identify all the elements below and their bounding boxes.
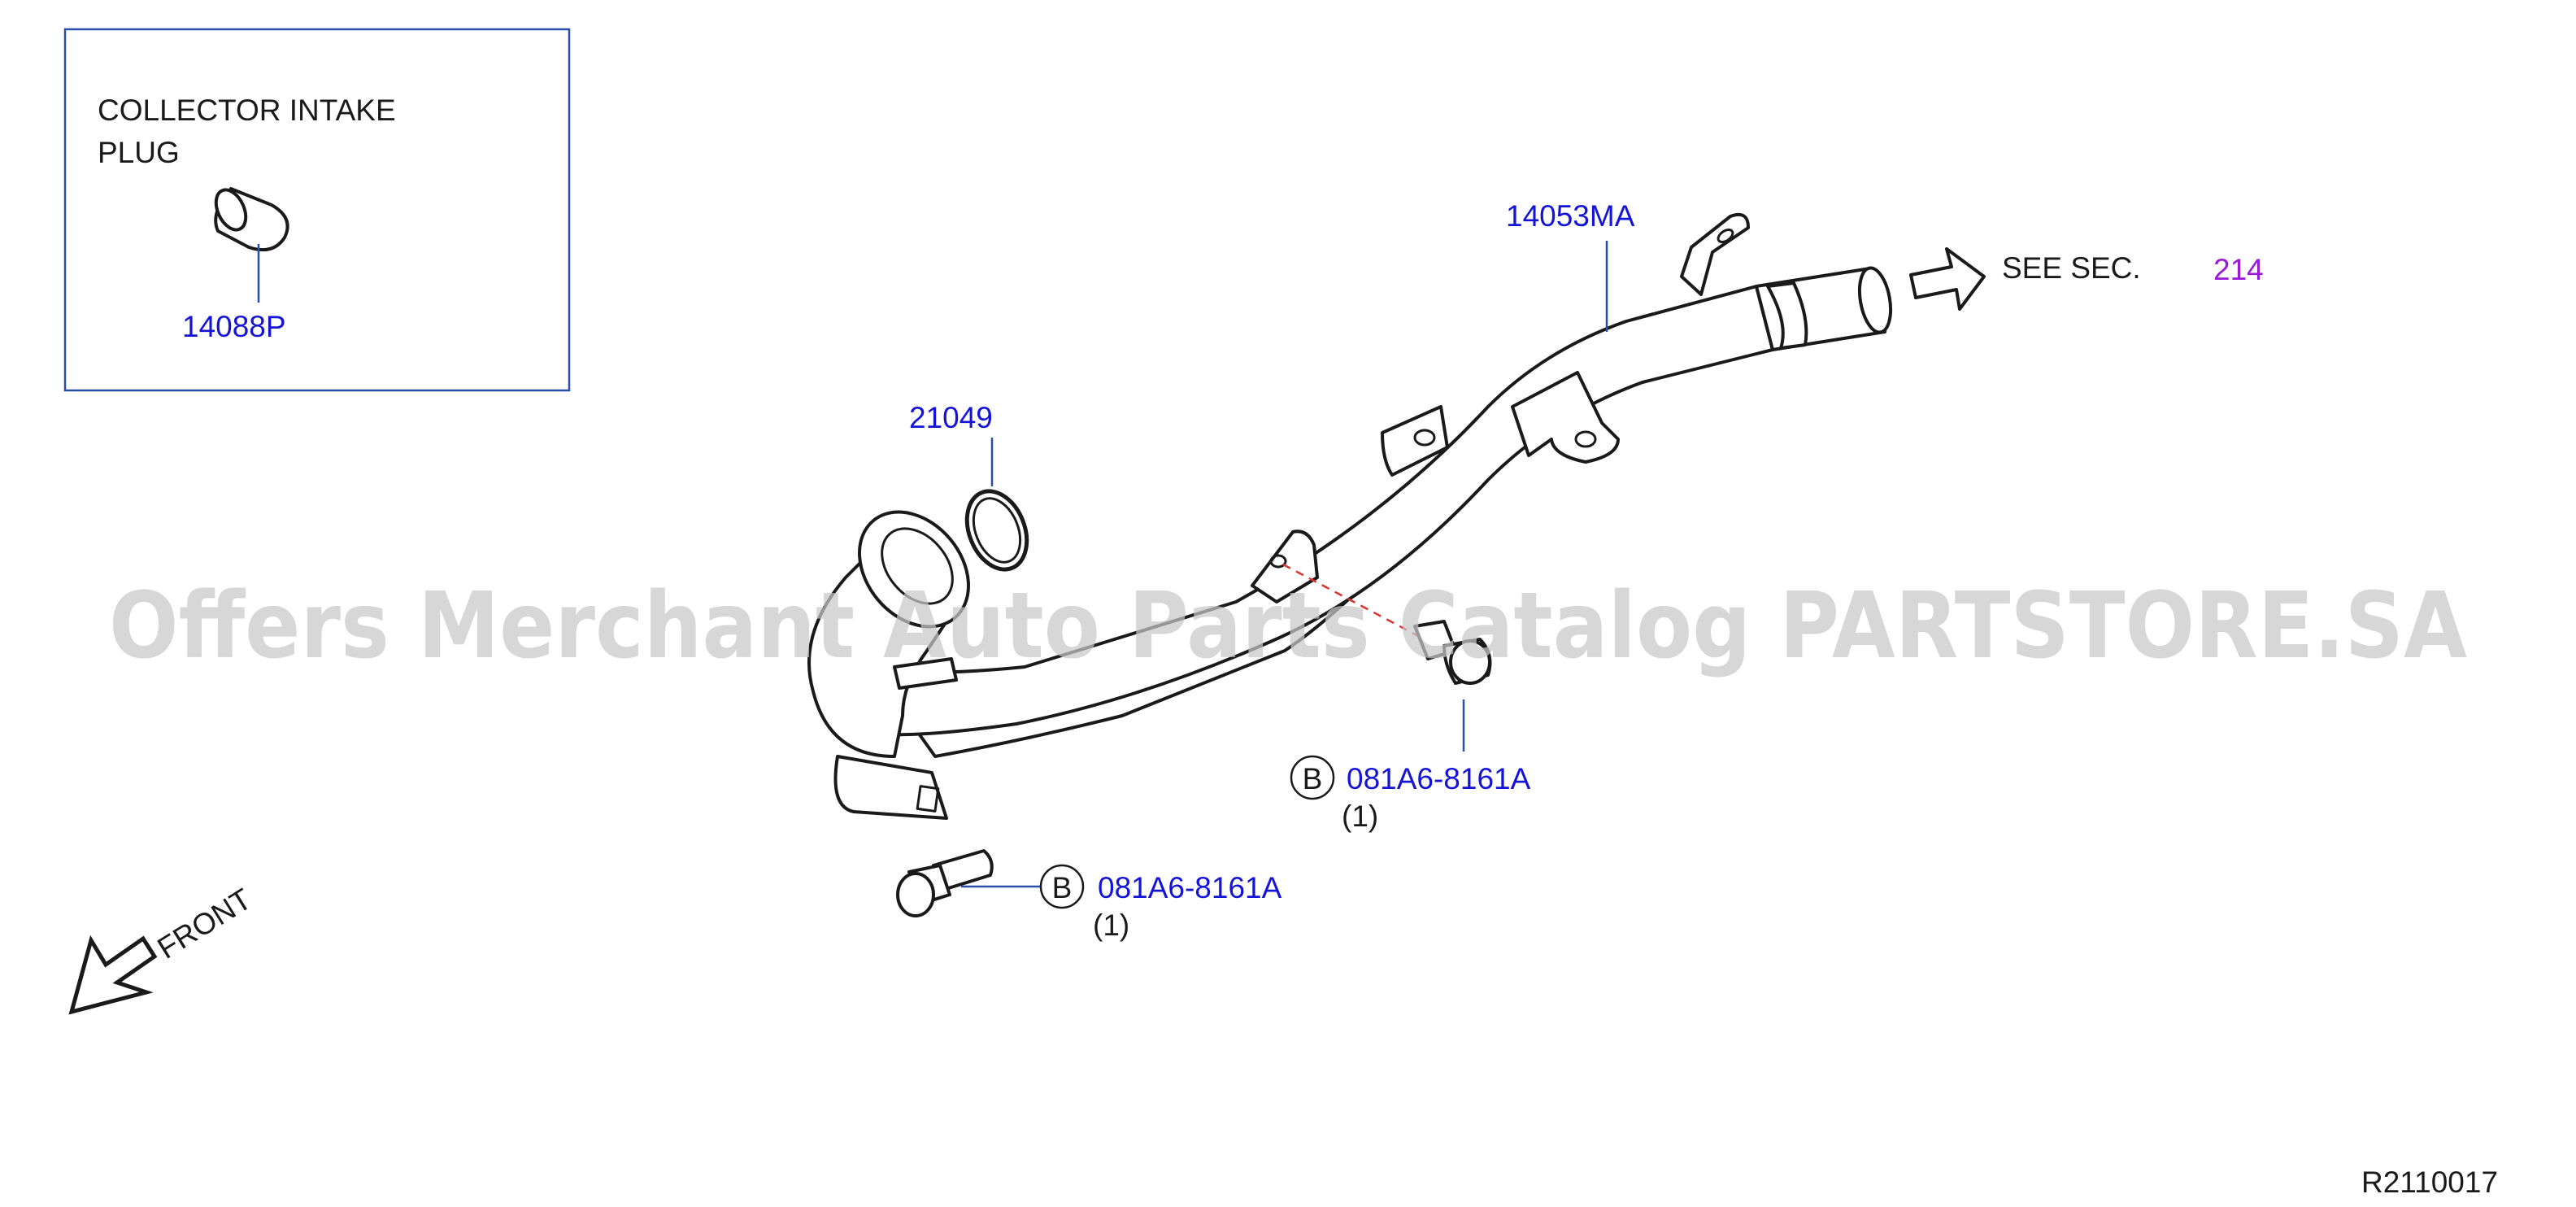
bolt-alignment-guide [1282, 563, 1422, 639]
see-section-text: SEE SEC. [2002, 251, 2141, 285]
bolt-lower-ref-circle [1039, 864, 1085, 909]
watermark-text: Offers Merchant Auto Parts Catalog PARTS… [109, 573, 2467, 679]
inset-title-line1: COLLECTOR INTAKE [98, 94, 396, 127]
inset-title-line2: PLUG [98, 136, 180, 169]
pipe-part-number[interactable]: 14053MA [1506, 199, 1635, 233]
gasket-icon [964, 489, 1029, 572]
bolt-icon [1413, 620, 1492, 685]
bolt-upper-part-number[interactable]: 081A6-8161A [1347, 762, 1531, 795]
bolt-upper-ref-circle [1290, 755, 1335, 800]
bolt-lower-part-number[interactable]: 081A6-8161A [1098, 871, 1282, 904]
plug-part-number[interactable]: 14088P [182, 310, 286, 343]
see-section-number[interactable]: 214 [2213, 253, 2264, 286]
inset-frame [63, 28, 571, 392]
bolt-icon [896, 849, 994, 917]
water-pipe-icon [807, 212, 1893, 820]
front-arrow-icon [68, 935, 158, 1015]
gasket-part-number[interactable]: 21049 [909, 401, 993, 434]
see-section-arrow-icon [1909, 247, 1986, 311]
bolt-upper-ref-letter: B [1303, 762, 1323, 795]
bolt-lower-quantity: (1) [1093, 909, 1129, 942]
bolt-upper-quantity: (1) [1342, 800, 1378, 833]
bolt-lower-ref-letter: B [1052, 871, 1073, 904]
plug-icon [214, 187, 289, 251]
inset-collector-intake-plug: COLLECTOR INTAKE PLUG 14088P [63, 28, 571, 392]
front-direction-label: FRONT [152, 882, 258, 965]
diagram-id: R2110017 [2361, 1166, 2498, 1199]
